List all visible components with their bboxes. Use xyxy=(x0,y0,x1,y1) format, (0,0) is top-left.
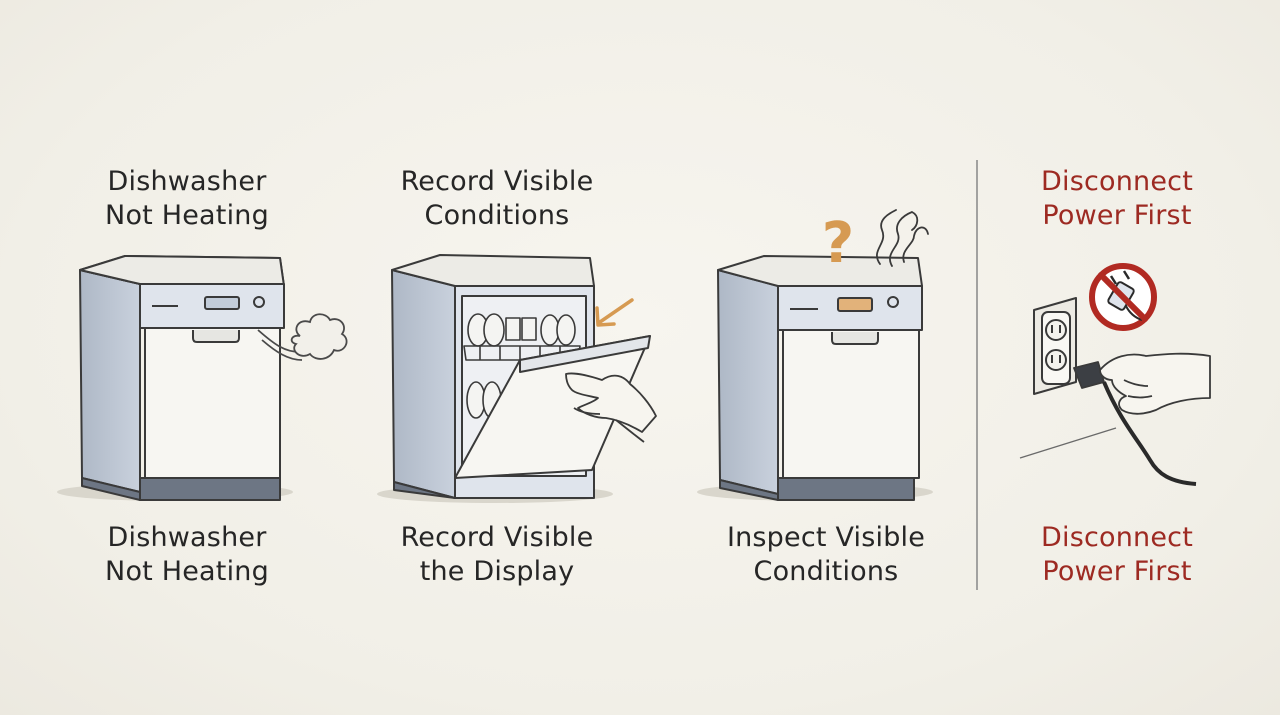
dishwasher-open-icon xyxy=(377,254,651,503)
hand-with-plug-icon xyxy=(1019,352,1211,486)
wall-outlet-icon xyxy=(1033,297,1077,395)
hand-icon xyxy=(565,372,657,443)
dishwasher-inspect-icon xyxy=(697,255,933,501)
no-power-sign-icon xyxy=(1089,263,1157,331)
pointer-arrow-icon xyxy=(595,298,634,327)
question-mark-icon: ? xyxy=(822,211,854,276)
panel-1-bottom-label: Dishwasher Not Heating xyxy=(105,522,269,587)
steam-wisps-icon xyxy=(876,209,929,267)
panel-2-bottom-label: Record Visible the Display xyxy=(400,522,594,587)
panel-3-bottom-label: Inspect Visible Conditions xyxy=(726,522,926,587)
steam-cloud-icon xyxy=(257,313,348,361)
panel-4-top-label: Disconnect Power First xyxy=(1041,166,1193,231)
panel-1-top-label: Dishwasher Not Heating xyxy=(105,166,269,231)
dishwasher-closed-icon xyxy=(57,255,293,501)
panel-2-top-label: Record Visible Conditions xyxy=(400,166,594,231)
panel-4-bottom-label: Disconnect Power First xyxy=(1041,522,1193,587)
